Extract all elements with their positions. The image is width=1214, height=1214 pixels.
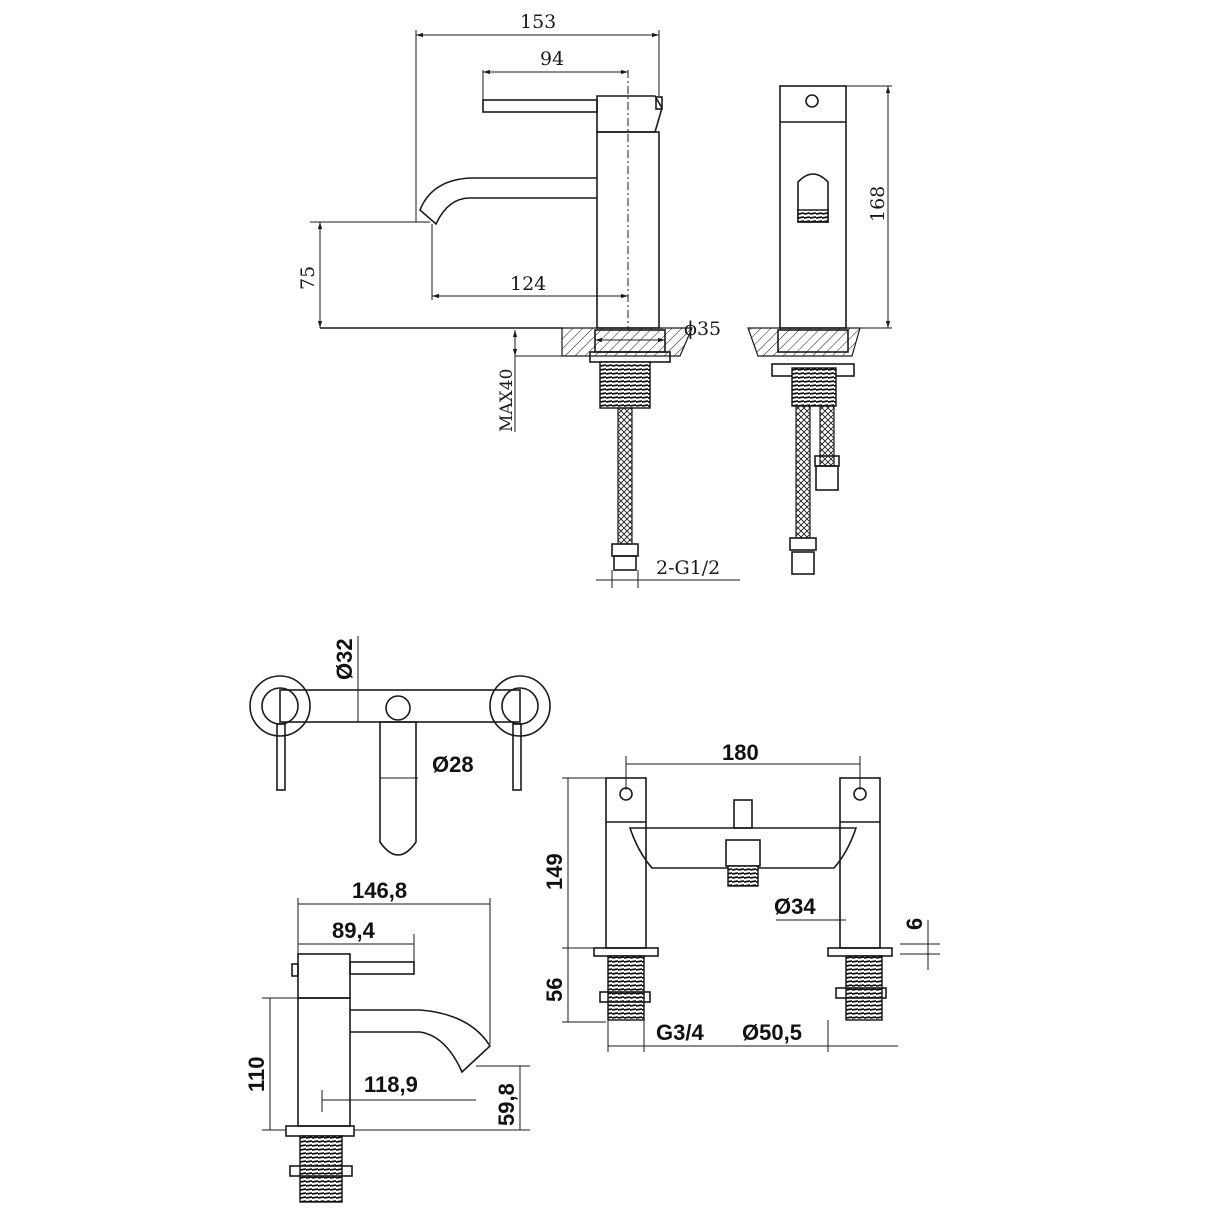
filler-diverter — [733, 799, 753, 829]
plan-handle-left — [249, 675, 311, 737]
filler-pillar-left — [605, 777, 647, 949]
tap-shank — [299, 1135, 343, 1203]
dim-tap-spout-height: 59,8 — [494, 1083, 519, 1126]
plan-spout — [379, 721, 417, 856]
front-deck-section — [747, 327, 861, 357]
front-aerator — [797, 209, 829, 223]
front-shank — [791, 367, 837, 407]
filler-pillar-right — [839, 777, 881, 949]
dim-front-height: 168 — [867, 186, 889, 222]
dim-hose-connection: 2-G1/2 — [656, 557, 720, 579]
tap-spout — [350, 1009, 492, 1074]
mixer-head — [596, 95, 663, 133]
front-hose-a — [795, 405, 811, 539]
plan-handle-right — [489, 675, 551, 737]
dim-flange-thickness: 6 — [902, 918, 927, 930]
dim-centres: 180 — [722, 740, 759, 765]
dim-tap-width-overall: 146,8 — [352, 878, 407, 903]
dim-tap-height: 110 — [244, 1057, 269, 1093]
plan-lever-left — [276, 723, 286, 791]
dim-lever-reach: 94 — [540, 48, 564, 70]
hose-nut — [611, 543, 639, 557]
dim-shank-length: 56 — [542, 978, 567, 1002]
tap-body — [297, 997, 351, 1127]
dim-spout-reach: 124 — [510, 273, 546, 295]
mixer-lever — [482, 99, 598, 113]
dim-base-diameter: ϕ35 — [684, 318, 721, 340]
front-indicator — [805, 94, 819, 108]
filler-bridge — [628, 827, 858, 869]
hose-fitting — [613, 555, 637, 571]
hose — [617, 407, 633, 545]
filler-shank-left — [607, 955, 645, 1021]
filler-aerator — [727, 865, 759, 887]
dim-flange-diameter: Ø50,5 — [742, 1020, 802, 1045]
dim-filler-spout-diameter: Ø34 — [774, 894, 816, 919]
dim-width-overall: 153 — [520, 11, 556, 33]
mixer-indicator — [655, 96, 663, 110]
plan-bar — [279, 689, 521, 723]
dim-spout-height: 75 — [297, 266, 319, 290]
bath-filler-plan-view: Ø32 Ø28 — [249, 636, 551, 856]
dim-tap-lever-reach: 89,4 — [332, 918, 376, 943]
front-hose-b — [819, 405, 835, 467]
dim-tap-spout-reach: 118,9 — [364, 1072, 418, 1097]
basin-mixer-front-view: 168 — [747, 85, 892, 575]
single-tap-side-view: 146,8 89,4 110 118,9 59,8 — [244, 878, 530, 1203]
dim-filler-height: 149 — [542, 853, 567, 890]
dim-spout-diameter: Ø28 — [432, 752, 474, 777]
tap-head — [297, 953, 351, 999]
tap-lever — [349, 961, 415, 975]
bath-filler-front-view: 180 149 56 Ø34 6 G3/4 Ø50,5 — [542, 740, 940, 1052]
mixer-spout — [419, 177, 597, 226]
filler-spout — [725, 839, 761, 867]
front-spout-slot — [797, 173, 829, 223]
dim-max-deck: MAX40 — [497, 369, 517, 432]
mixer-shank — [599, 361, 651, 409]
basin-mixer-side-view: 153 94 124 75 MAX40 ϕ35 2-G1/2 — [297, 11, 740, 588]
dim-body-diameter: Ø32 — [332, 638, 357, 680]
plan-lever-right — [512, 723, 522, 791]
dim-connection: G3/4 — [656, 1020, 704, 1045]
